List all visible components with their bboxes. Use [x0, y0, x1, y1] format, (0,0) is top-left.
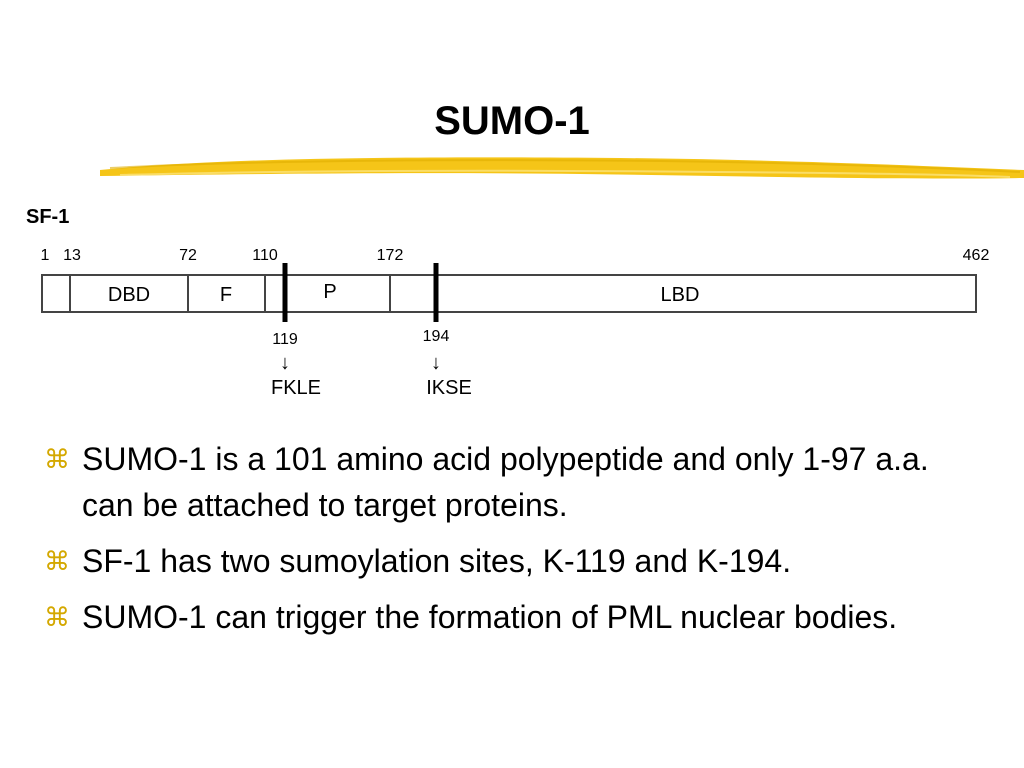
bullet-text: SUMO-1 can trigger the formation of PML …: [82, 599, 898, 635]
site-position: 194: [423, 328, 450, 345]
brush-underline: [100, 157, 1024, 179]
slide-title: SUMO-1: [434, 99, 590, 143]
domain-label: F: [220, 284, 232, 306]
position-label: 172: [377, 247, 404, 264]
position-label: 72: [179, 247, 197, 264]
diagram-label: SF-1: [26, 206, 70, 228]
z-bullet-icon: ⌘: [44, 602, 70, 632]
site-motif: FKLE: [271, 377, 321, 399]
bullet-list: ⌘ SUMO-1 is a 101 amino acid polypeptide…: [44, 436, 984, 650]
bullet-item: ⌘ SUMO-1 can trigger the formation of PM…: [44, 594, 984, 640]
bullet-text: SF-1 has two sumoylation sites, K-119 an…: [82, 543, 792, 579]
bullet-item: ⌘ SF-1 has two sumoylation sites, K-119 …: [44, 538, 984, 584]
site-position: 119: [272, 331, 298, 348]
position-label: 110: [252, 247, 278, 264]
position-label: 13: [63, 247, 81, 264]
arrow-down-icon: ↓: [431, 352, 441, 374]
z-bullet-icon: ⌘: [44, 546, 70, 576]
position-label: 1: [41, 247, 50, 264]
protein-domain-map: 1 13 72 110 172 462 DBD F P LBD 119 194 …: [41, 247, 990, 399]
bullet-text: SUMO-1 is a 101 amino acid polypeptide a…: [82, 441, 929, 523]
protein-bar: [41, 274, 977, 313]
bullet-item: ⌘ SUMO-1 is a 101 amino acid polypeptide…: [44, 436, 984, 528]
domain-label: DBD: [108, 284, 150, 306]
arrow-down-icon: ↓: [280, 352, 290, 374]
site-motif: IKSE: [426, 377, 472, 399]
position-label: 462: [963, 247, 990, 264]
z-bullet-icon: ⌘: [44, 444, 70, 474]
domain-label: P: [323, 281, 336, 303]
domain-label: LBD: [661, 284, 700, 306]
